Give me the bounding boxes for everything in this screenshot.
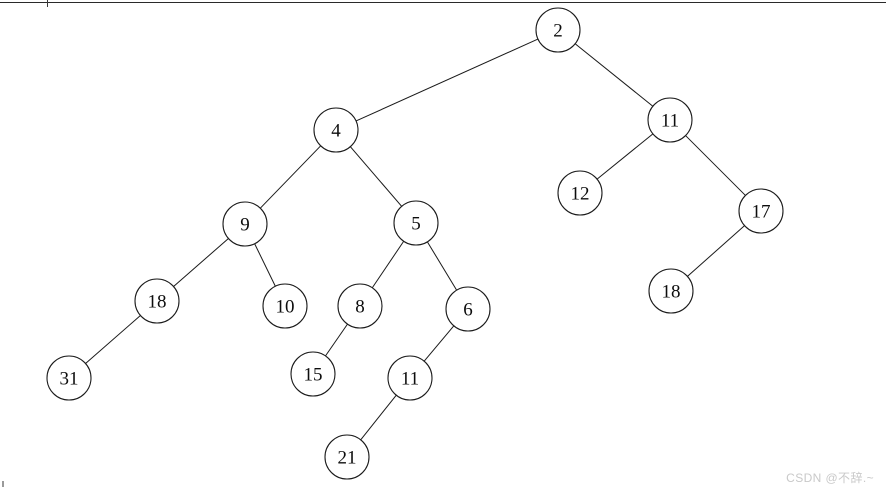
node-circle[interactable] [134,278,180,324]
tree-node-6-n6[interactable]: 6 [445,286,491,332]
tree-edge-n18l-n31 [85,315,141,364]
node-circle[interactable] [647,97,693,143]
node-label: 5 [411,214,421,235]
tree-edge-n2-n11r [574,43,654,107]
tree-edge-n4-n9 [259,145,322,209]
node-circle[interactable] [387,355,433,401]
edge-layer [85,38,746,441]
node-label: 18 [148,292,167,313]
node-label: 2 [553,21,563,42]
node-label: 6 [463,300,473,321]
tree-node-18-n18l[interactable]: 18 [134,278,180,324]
node-circle[interactable] [313,107,359,153]
node-label: 17 [752,202,771,223]
node-label: 10 [276,297,295,318]
tree-node-31-n31[interactable]: 31 [46,355,92,401]
corner-artifact [2,481,4,487]
tree-edge-n6-n11b [423,325,455,362]
node-circle[interactable] [557,170,603,216]
tree-edge-n11b-n21 [360,394,397,441]
node-label: 8 [355,297,365,318]
tree-edge-n9-n10 [254,243,276,287]
tree-node-10-n10[interactable]: 10 [262,283,308,329]
tree-node-18-n18r[interactable]: 18 [648,268,694,314]
tree-node-17-n17[interactable]: 17 [738,188,784,234]
tree-edge-n5-n6 [426,241,458,291]
node-layer: 2 4 11 9 5 12 17 18 10 8 6 18 31 15 11 21 [46,7,784,480]
node-label: 4 [331,121,341,142]
tree-edge-n5-n8 [371,240,405,289]
tree-edge-n17-n18r [687,225,745,277]
node-circle[interactable] [324,434,370,480]
node-label: 11 [401,369,419,390]
tree-edge-n2-n4 [355,38,539,122]
tree-node-21-n21[interactable]: 21 [324,434,370,480]
tree-node-2-n2[interactable]: 2 [535,7,581,53]
tree-edge-n9-n18l [173,238,229,287]
tree-node-4-n4[interactable]: 4 [313,107,359,153]
node-label: 9 [240,215,250,236]
watermark-label: CSDN @不辞.~ [786,471,874,485]
node-circle[interactable] [337,283,383,329]
node-circle[interactable] [738,188,784,234]
node-circle[interactable] [222,201,268,247]
node-label: 11 [661,111,679,132]
top-border-rule [0,2,886,3]
tree-edge-n11r-n12 [596,133,654,180]
node-label: 12 [571,184,590,205]
node-circle[interactable] [262,283,308,329]
tree-node-15-n15[interactable]: 15 [290,351,336,397]
top-tick-mark [47,0,48,7]
node-label: 15 [304,365,323,386]
tree-edge-n4-n5 [349,146,403,207]
tree-edge-n11r-n17 [685,135,746,196]
tree-node-8-n8[interactable]: 8 [337,283,383,329]
tree-node-9-n9[interactable]: 9 [222,201,268,247]
tree-node-11-n11b[interactable]: 11 [387,355,433,401]
node-circle[interactable] [290,351,336,397]
node-circle[interactable] [535,7,581,53]
tree-edge-n8-n15 [325,323,348,357]
node-circle[interactable] [445,286,491,332]
tree-node-5-n5[interactable]: 5 [393,200,439,246]
node-circle[interactable] [46,355,92,401]
node-label: 31 [60,369,79,390]
node-circle[interactable] [648,268,694,314]
node-circle[interactable] [393,200,439,246]
node-label: 21 [338,448,357,469]
tree-node-11-n11r[interactable]: 11 [647,97,693,143]
node-label: 18 [662,282,681,303]
tree-node-12-n12[interactable]: 12 [557,170,603,216]
